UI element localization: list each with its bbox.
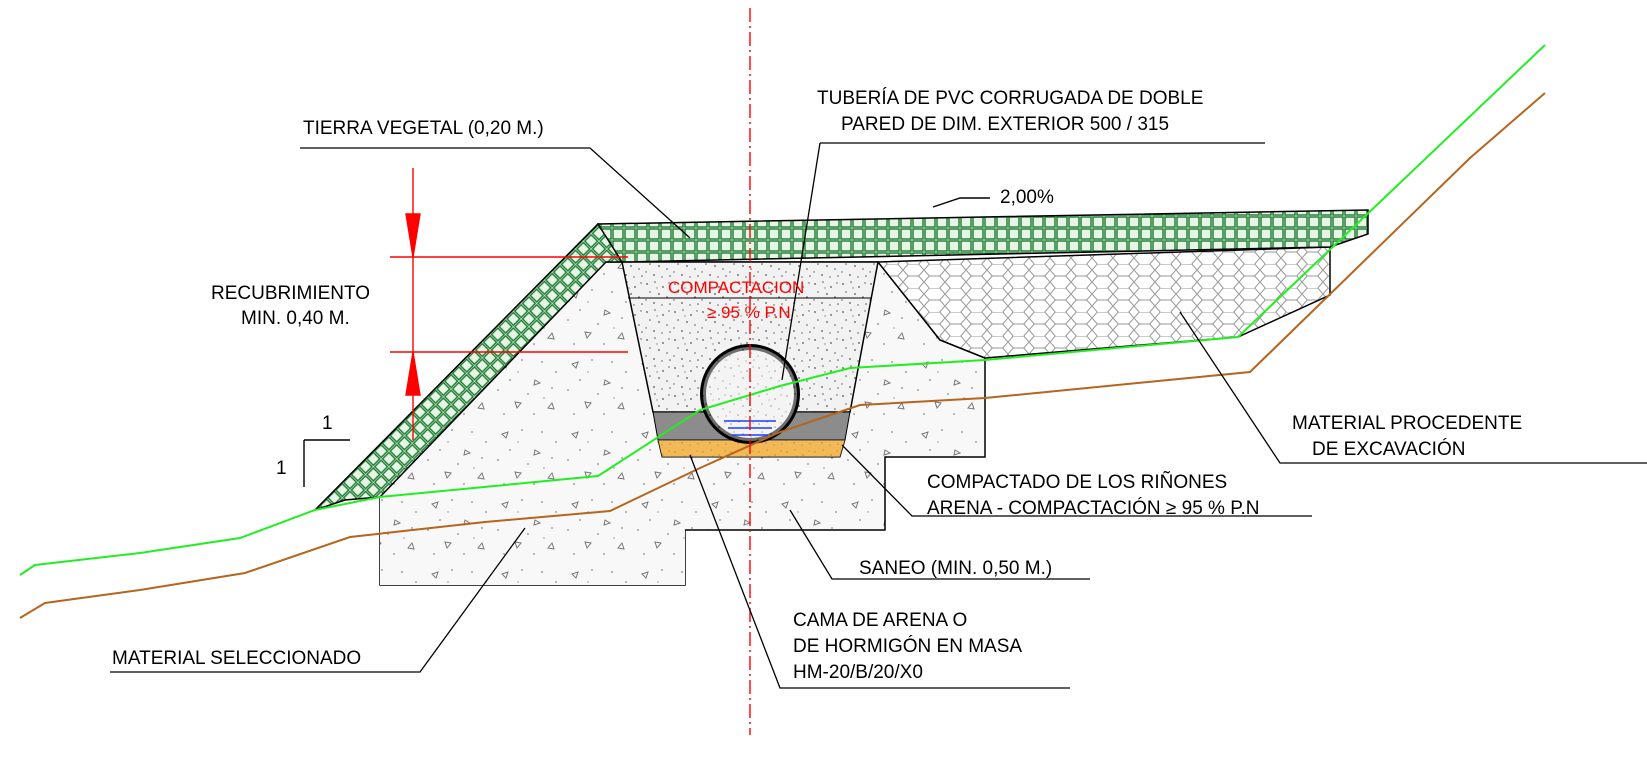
label-material-seleccionado: MATERIAL SELECCIONADO (112, 648, 361, 669)
label-tuberia-line2: PARED DE DIM. EXTERIOR 500 / 315 (841, 114, 1169, 135)
label-cama-line3: HM-20/B/20/X0 (793, 662, 923, 683)
label-recubrimiento-line1: RECUBRIMIENTO (211, 283, 370, 304)
label-tierra-vegetal: TIERRA VEGETAL (0,20 M.) (303, 118, 544, 139)
label-compactacion-line1: COMPACTACION (668, 278, 804, 297)
label-material-procedente-line1: MATERIAL PROCEDENTE (1292, 413, 1522, 434)
leader-lines (110, 142, 1647, 689)
label-slope-vertical: 1 (322, 413, 333, 434)
material-seleccionado-region (380, 262, 685, 585)
cover-dimension (390, 168, 628, 440)
label-cama-line2: DE HORMIGÓN EN MASA (793, 635, 1022, 657)
label-slope-percent: 2,00% (1000, 187, 1054, 208)
label-saneo: SANEO (MIN. 0,50 M.) (859, 558, 1052, 579)
terrain-line (19, 44, 1546, 576)
label-material-procedente-line2: DE EXCAVACIÓN (1312, 438, 1465, 460)
material-procedente-region (876, 246, 1331, 359)
label-recubrimiento-line2: MIN. 0,40 M. (241, 308, 350, 329)
label-compactado-line1: COMPACTADO DE LOS RIÑONES (927, 471, 1227, 493)
label-tuberia-line1: TUBERÍA DE PVC CORRUGADA DE DOBLE (817, 88, 1203, 109)
original-ground-line (19, 92, 1546, 619)
label-slope-horizontal: 1 (276, 458, 287, 479)
slope-arrow-icon (932, 197, 990, 208)
label-compactacion-line2: ≥ 95 % P.N (707, 303, 791, 322)
label-cama-line1: CAMA DE ARENA O (793, 610, 967, 631)
label-compactado-line2: ARENA - COMPACTACIÓN ≥ 95 % P.N (927, 497, 1259, 519)
slope-ratio-symbol (303, 439, 350, 487)
